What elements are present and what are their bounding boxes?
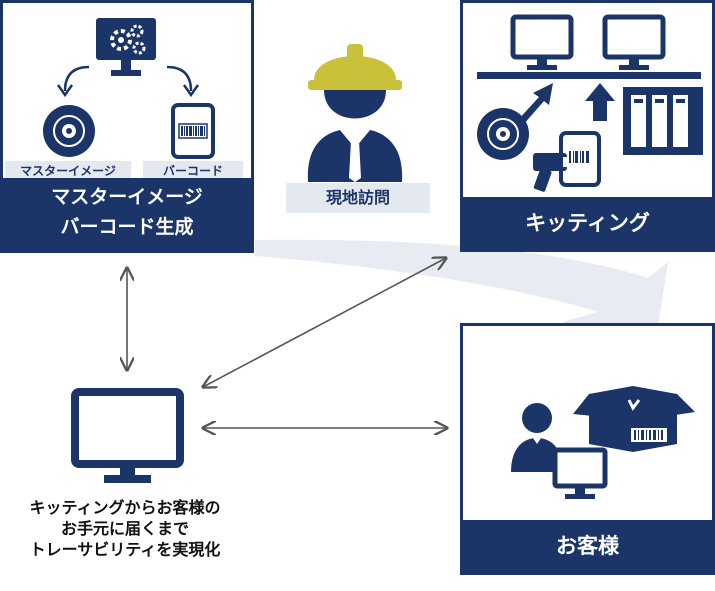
- curved-arrow-left-icon: [56, 65, 90, 98]
- barcode-scanner-icon: [533, 131, 601, 192]
- traceability-caption: キッティングからお客様の お手元に届くまで トレーサビリティを実現化: [0, 497, 250, 560]
- monitor-icon: [602, 14, 666, 70]
- barcode-card-icon: [171, 103, 215, 159]
- master-image-chip: マスターイメージ: [5, 161, 131, 181]
- flow-band-arrow: [255, 239, 668, 348]
- barcode-chip: バーコード: [143, 161, 243, 181]
- monitor-icon: [510, 14, 574, 70]
- disc-icon: [477, 108, 529, 160]
- caption-line-1: キッティングからお客様の: [29, 498, 221, 517]
- master-image-box: マスターイメージ バーコード マスターイメージ バーコード生成: [0, 0, 254, 253]
- site-visit-chip: 現地訪問: [286, 183, 430, 213]
- server-rack-icon: [623, 87, 703, 155]
- kitting-box: キッティング: [460, 0, 715, 252]
- banner-line-1: マスターイメージ: [51, 186, 203, 208]
- caption-line-2: お手元に届くまで: [60, 519, 189, 538]
- worker-helmet-icon: [307, 44, 403, 182]
- kitting-banner: キッティング: [463, 197, 712, 249]
- customer-banner: お客様: [463, 520, 712, 572]
- person-icon: [511, 403, 563, 472]
- curved-arrow-right-icon: [166, 65, 200, 98]
- monitor-icon: [552, 447, 608, 499]
- caption-line-3: トレーサビリティを実現化: [29, 540, 221, 559]
- banner-line-2: バーコード生成: [60, 216, 194, 238]
- kitting-illustration: [477, 14, 703, 192]
- customer-box: お客様: [460, 323, 715, 575]
- box-barcode-icon: [573, 386, 695, 452]
- master-image-banner: マスターイメージ バーコード生成: [3, 178, 251, 250]
- customer-illustration: [511, 386, 695, 499]
- monitor-gear-icon: [96, 18, 156, 76]
- up-arrow-icon: [585, 83, 615, 121]
- up-arrow-icon: [517, 83, 553, 125]
- shelf-icon: [477, 72, 701, 79]
- monitor-icon: [71, 388, 184, 483]
- disc-icon: [43, 105, 95, 157]
- arrow-diagonal: [203, 258, 446, 387]
